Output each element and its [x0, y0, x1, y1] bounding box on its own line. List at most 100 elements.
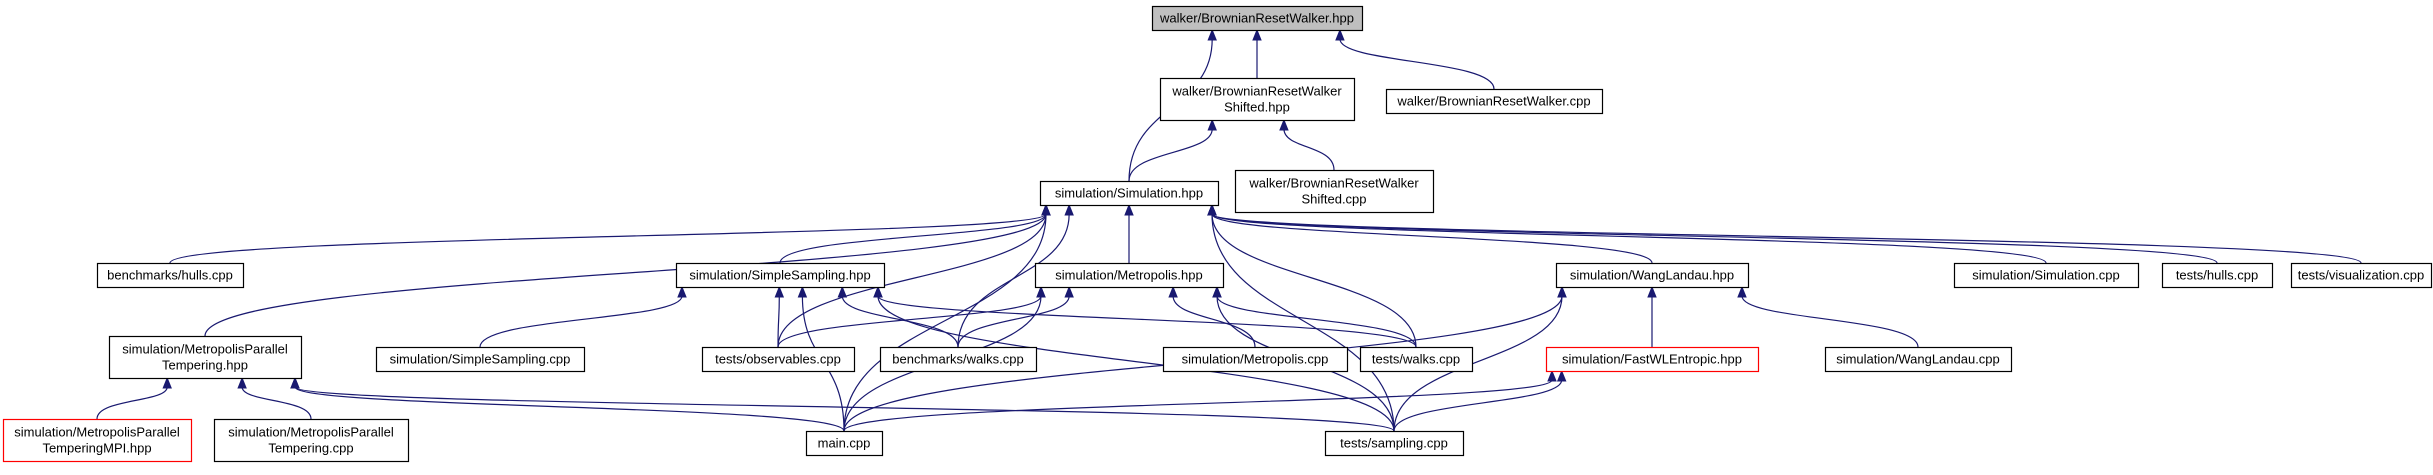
edge-line — [877, 295, 1417, 348]
arrow-head — [1064, 285, 1074, 298]
arrow-head — [1556, 369, 1567, 382]
dependency-edge — [1393, 285, 1567, 432]
dependency-edge — [479, 285, 687, 348]
node-label: tests/walks.cpp — [1372, 352, 1460, 367]
node-box — [1162, 346, 1349, 373]
dependency-edge — [957, 285, 1074, 348]
node-box — [1545, 346, 1760, 373]
dependency-edge — [843, 203, 1051, 432]
node-n7[interactable]: simulation/Metropolis.hpp — [1034, 262, 1225, 289]
dependency-edge — [1252, 28, 1262, 78]
arrow-head — [774, 285, 785, 298]
edge-line — [1172, 295, 1256, 348]
node-n14[interactable]: tests/observables.cpp — [701, 346, 856, 373]
node-n13[interactable]: simulation/SimpleSampling.cpp — [375, 346, 586, 373]
node-n16[interactable]: simulation/Metropolis.cpp — [1162, 346, 1349, 373]
dependency-edge — [1207, 203, 1395, 432]
node-n20[interactable]: simulation/MetropolisParallelTemperingMP… — [2, 418, 193, 463]
arrow-head — [1335, 28, 1345, 41]
node-n3[interactable]: simulation/Simulation.hpp — [1039, 180, 1220, 207]
node-label: benchmarks/hulls.cpp — [107, 268, 233, 283]
dependency-edge — [237, 376, 312, 420]
node-n8[interactable]: simulation/WangLandau.hpp — [1555, 262, 1750, 289]
node-label: simulation/MetropolisParallel — [14, 425, 180, 440]
node-box — [375, 346, 586, 373]
node-n6[interactable]: simulation/SimpleSampling.hpp — [675, 262, 886, 289]
node-n19[interactable]: simulation/WangLandau.cpp — [1824, 346, 2013, 373]
arrow-head — [290, 376, 300, 389]
node-box — [96, 262, 245, 289]
node-n22[interactable]: main.cpp — [805, 430, 884, 457]
dependency-edge — [169, 203, 1051, 264]
dependency-edge — [837, 285, 959, 348]
node-box — [2161, 262, 2274, 289]
edge-line — [957, 295, 1070, 348]
node-box — [1824, 346, 2013, 373]
node-label: Shifted.hpp — [1224, 100, 1290, 115]
edge-line — [96, 386, 168, 420]
node-n12[interactable]: simulation/MetropolisParallelTempering.h… — [108, 335, 303, 380]
arrow-head — [837, 285, 848, 298]
edge-line — [1339, 38, 1495, 90]
edge-line — [294, 386, 1395, 432]
node-label: walker/BrownianResetWalker — [1248, 176, 1419, 191]
node-box — [1359, 346, 1474, 373]
arrow-head — [873, 285, 883, 298]
arrow-head — [1064, 203, 1074, 216]
arrow-head — [1207, 118, 1217, 131]
node-n2[interactable]: walker/BrownianResetWalker.cpp — [1385, 88, 1604, 115]
node-box — [879, 346, 1038, 373]
node-box — [1953, 262, 2140, 289]
dependency-edge — [843, 369, 1557, 432]
node-layer: walker/BrownianResetWalker.hpp walker/Bro… — [2, 5, 2433, 463]
arrow-head — [1036, 285, 1046, 298]
edge-layer — [96, 28, 2362, 432]
arrow-head — [1212, 285, 1222, 298]
edge-line — [843, 379, 1553, 432]
node-box — [1151, 5, 1364, 32]
dependency-edge — [774, 285, 785, 348]
arrow-head — [1737, 285, 1747, 298]
node-box — [108, 335, 303, 380]
arrow-head — [1279, 118, 1289, 131]
node-label: tests/sampling.cpp — [1340, 436, 1448, 451]
arrow-head — [1547, 369, 1557, 382]
arrow-head — [1647, 285, 1657, 298]
node-n10[interactable]: tests/hulls.cpp — [2161, 262, 2274, 289]
node-label: simulation/Simulation.hpp — [1055, 186, 1203, 201]
node-n15[interactable]: benchmarks/walks.cpp — [879, 346, 1038, 373]
node-n5[interactable]: benchmarks/hulls.cpp — [96, 262, 245, 289]
node-n18[interactable]: simulation/FastWLEntropic.hpp — [1545, 346, 1760, 373]
dependency-edge — [1128, 118, 1217, 182]
node-n23[interactable]: tests/sampling.cpp — [1324, 430, 1465, 457]
node-n11[interactable]: tests/visualization.cpp — [2290, 262, 2433, 289]
node-label: simulation/FastWLEntropic.hpp — [1562, 352, 1742, 367]
node-box — [1159, 77, 1356, 122]
edge-line — [779, 213, 1047, 264]
edge-line — [1211, 213, 2218, 264]
node-label: main.cpp — [818, 436, 871, 451]
edge-line — [1211, 213, 1395, 432]
arrow-head — [1168, 285, 1178, 298]
dependency-edge — [1124, 203, 1134, 264]
node-n9[interactable]: simulation/Simulation.cpp — [1953, 262, 2140, 289]
arrow-head — [1252, 28, 1262, 41]
arrow-head — [1207, 28, 1217, 41]
node-label: walker/BrownianResetWalker.hpp — [1159, 11, 1354, 26]
edge-line — [843, 213, 1047, 432]
edge-line — [841, 295, 959, 348]
dependency-edge — [1212, 285, 1417, 348]
node-n17[interactable]: tests/walks.cpp — [1359, 346, 1474, 373]
edge-line — [1283, 128, 1335, 171]
edge-line — [169, 213, 1047, 264]
edge-line — [241, 386, 312, 420]
node-label: simulation/WangLandau.cpp — [1836, 352, 2000, 367]
node-label: Tempering.cpp — [268, 441, 353, 456]
node-box — [675, 262, 886, 289]
node-box — [805, 430, 884, 457]
arrow-head — [797, 285, 808, 298]
node-n21[interactable]: simulation/MetropolisParallelTempering.c… — [213, 418, 410, 463]
node-box — [2, 418, 193, 463]
